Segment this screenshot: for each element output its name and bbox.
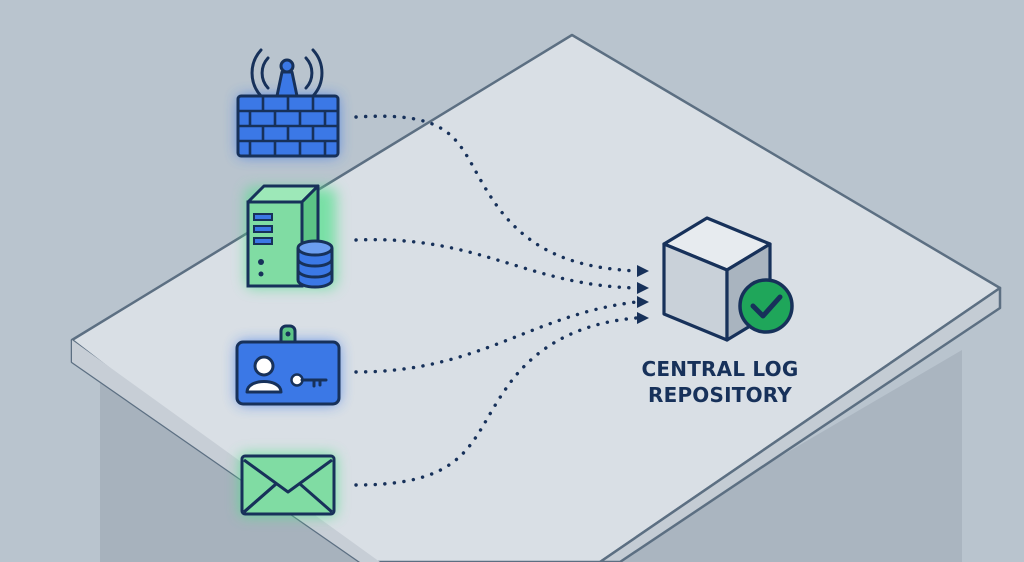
arrowhead-3 xyxy=(637,296,649,308)
flow-arrowheads xyxy=(637,265,649,324)
flow-lines xyxy=(354,114,638,487)
arrowhead-2 xyxy=(637,282,649,294)
firewall-icon xyxy=(236,48,340,158)
flow-line-badge xyxy=(354,300,638,374)
isometric-table xyxy=(70,33,1002,562)
arrowhead-1 xyxy=(637,265,649,277)
repository-label: CENTRAL LOG REPOSITORY xyxy=(600,356,840,408)
arrowhead-4 xyxy=(637,312,649,324)
table-right-lip xyxy=(598,286,1002,562)
server-database-icon xyxy=(246,184,336,289)
envelope-icon xyxy=(240,454,336,516)
id-badge-key-icon xyxy=(235,324,341,406)
check-badge-icon xyxy=(738,278,794,334)
repository-label-line-2: REPOSITORY xyxy=(647,383,792,407)
flow-line-firewall xyxy=(354,114,638,273)
flow-line-email xyxy=(354,316,638,487)
repository-label-line-1: CENTRAL LOG xyxy=(641,357,799,381)
